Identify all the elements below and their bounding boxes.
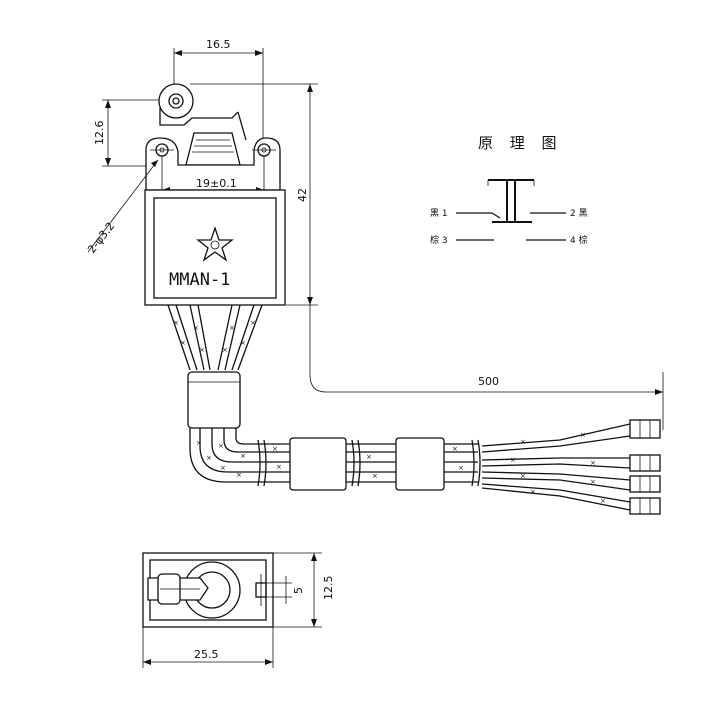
svg-text:×: ×: [222, 346, 228, 354]
cable-sleeve-vertical: [187, 371, 241, 429]
dim-label-height-left: 12.6: [93, 121, 106, 146]
roller: [158, 83, 194, 119]
svg-text:×: ×: [372, 472, 378, 480]
svg-text:×: ×: [229, 324, 235, 332]
svg-text:×: ×: [276, 463, 282, 471]
svg-text:×: ×: [206, 454, 212, 462]
svg-text:×: ×: [510, 456, 516, 464]
model-label: MMAN-1: [169, 270, 230, 290]
cable-bend: × × × × × ×: [189, 428, 256, 483]
dim-label-bottom-small: 5: [292, 587, 305, 594]
body-housing: [144, 189, 286, 306]
schematic: 原 理 图 黑 1 2 黑 棕 3 4 棕: [430, 134, 588, 246]
mounting-plate: [145, 137, 281, 191]
svg-text:×: ×: [193, 324, 199, 332]
terminal-label-3: 棕 3: [430, 234, 448, 246]
svg-text:×: ×: [520, 438, 526, 446]
dimension-cable-length: 500: [309, 305, 664, 430]
terminal-label-1: 黑 1: [430, 208, 448, 219]
dim-label-width-top: 16.5: [206, 38, 231, 51]
svg-text:×: ×: [580, 431, 586, 439]
actuator-assembly: [145, 83, 281, 191]
sleeve-2: [289, 437, 347, 491]
dim-label-cable-length: 500: [478, 375, 499, 388]
switch-body: MMAN-1: [144, 189, 286, 306]
svg-text:×: ×: [366, 453, 372, 461]
svg-text:×: ×: [272, 445, 278, 453]
svg-text:×: ×: [452, 445, 458, 453]
svg-text:×: ×: [250, 319, 256, 327]
dim-label-bottom-height: 12.5: [322, 576, 335, 601]
wire-fan: × × × × × × × ×: [167, 304, 263, 371]
svg-text:×: ×: [590, 478, 596, 486]
dim-label-bottom-width: 25.5: [194, 648, 219, 661]
plunger: [185, 132, 241, 166]
svg-text:×: ×: [520, 472, 526, 480]
cable-horizontal: × × × × × ×: [256, 437, 481, 491]
svg-text:×: ×: [240, 339, 246, 347]
svg-text:×: ×: [180, 339, 186, 347]
star-icon: [196, 225, 234, 262]
dimension-hole-spacing: 19±0.1: [161, 156, 265, 195]
svg-text:×: ×: [199, 346, 205, 354]
svg-text:×: ×: [530, 488, 536, 496]
schematic-title: 原 理 图: [478, 134, 563, 152]
dimension-height-total: 42: [190, 83, 318, 306]
svg-text:×: ×: [600, 497, 606, 505]
bottom-view: 5 12.5 25.5: [142, 552, 335, 668]
terminal-label-4: 4 棕: [570, 234, 588, 246]
dim-label-hole-spacing: 19±0.1: [196, 177, 237, 190]
svg-text:×: ×: [240, 452, 246, 460]
terminal-label-2: 2 黑: [570, 208, 588, 219]
body-label-panel: [153, 197, 277, 299]
terminal-group: [629, 419, 661, 515]
svg-text:×: ×: [218, 442, 224, 450]
dim-label-height-total: 42: [296, 188, 309, 202]
dim-label-hole-diameter: 2-φ3.2: [85, 220, 117, 256]
svg-text:×: ×: [220, 464, 226, 472]
svg-text:×: ×: [236, 471, 242, 479]
sleeve-3: [395, 437, 445, 491]
svg-text:×: ×: [458, 464, 464, 472]
svg-text:×: ×: [173, 319, 179, 327]
svg-text:×: ×: [196, 439, 202, 447]
wire-fanout: × × × × × × × ×: [481, 419, 661, 515]
dimension-width-top: 16.5: [173, 38, 264, 140]
sleeve-1: [187, 371, 241, 429]
svg-text:×: ×: [590, 459, 596, 467]
lever-arm: [159, 108, 239, 126]
